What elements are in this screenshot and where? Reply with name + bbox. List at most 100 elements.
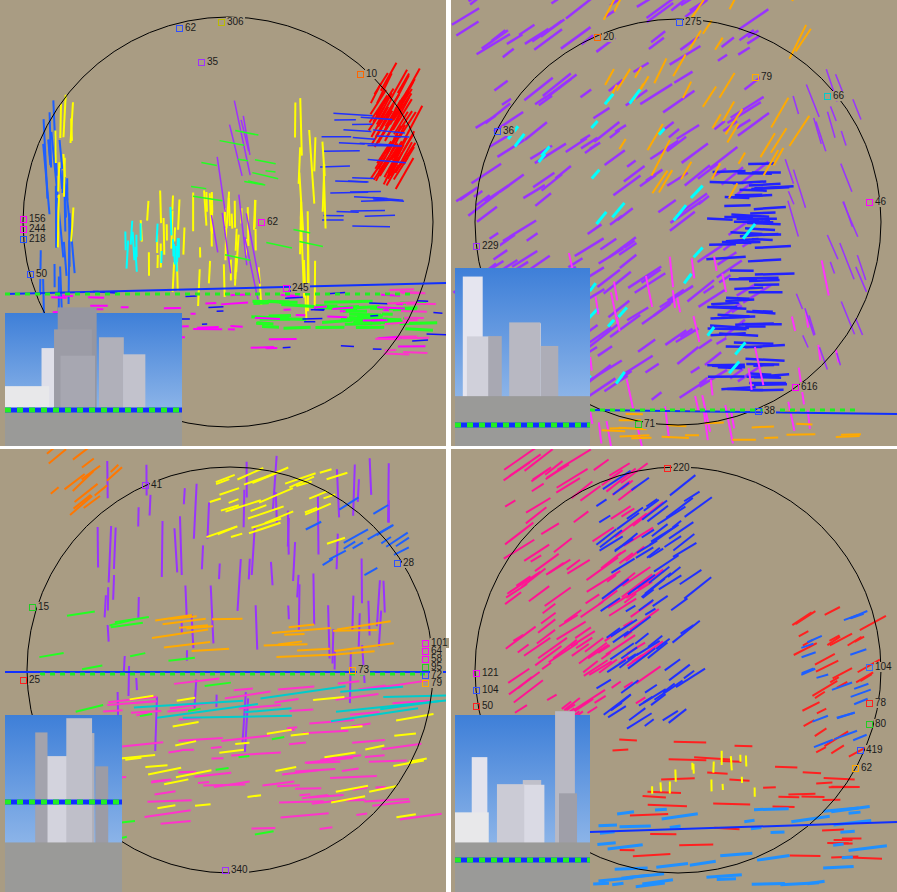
- line-segment: [312, 573, 315, 624]
- line-segment: [494, 250, 508, 259]
- line-segment: [155, 791, 176, 794]
- line-segment: [685, 434, 699, 436]
- line-segment: [613, 175, 640, 195]
- line-segment: [750, 374, 789, 377]
- line-segment: [663, 91, 694, 113]
- line-segment: [830, 262, 834, 274]
- line-segment: [547, 464, 569, 477]
- callout-number: 66: [832, 91, 845, 101]
- line-segment: [735, 323, 774, 324]
- line-segment: [602, 430, 625, 431]
- line-segment: [332, 308, 353, 309]
- vanishing-point-label: 15: [29, 602, 50, 612]
- line-segment: [689, 30, 701, 50]
- line-segment: [330, 776, 377, 778]
- line-segment: [515, 705, 527, 713]
- line-segment: [652, 171, 667, 194]
- line-segment: [523, 185, 545, 198]
- line-segment: [229, 499, 239, 503]
- callout-number: 46: [874, 197, 887, 207]
- line-segment: [314, 261, 316, 306]
- line-segment: [645, 719, 654, 726]
- line-segment: [262, 325, 279, 329]
- line-segment: [336, 786, 368, 792]
- line-segment: [712, 163, 720, 179]
- line-segment: [801, 669, 815, 675]
- marker-square: [422, 640, 429, 647]
- line-segment: [211, 746, 222, 749]
- callout-number: 306: [226, 17, 245, 27]
- line-segment: [504, 449, 536, 470]
- horizon-estimate: [590, 409, 860, 412]
- line-segment: [175, 246, 178, 272]
- marker-square: [866, 721, 873, 728]
- line-segment: [406, 303, 436, 305]
- line-segment: [588, 224, 602, 234]
- line-segment: [539, 154, 545, 162]
- line-segment: [663, 711, 678, 721]
- vanishing-point-label: 79: [422, 678, 443, 688]
- line-segment: [574, 511, 589, 522]
- line-segment: [300, 98, 302, 155]
- line-segment: [749, 280, 780, 281]
- marker-square: [824, 93, 831, 100]
- line-segment: [703, 20, 712, 33]
- line-segment: [208, 306, 223, 308]
- vanishing-point-label: 80: [866, 719, 887, 729]
- line-segment: [620, 824, 651, 828]
- line-segment: [635, 273, 666, 293]
- line-segment: [490, 233, 499, 239]
- line-segment: [130, 696, 154, 700]
- line-segment: [195, 804, 211, 805]
- line-segment: [383, 581, 384, 613]
- line-segment: [209, 261, 210, 284]
- line-segment: [338, 681, 359, 683]
- line-segment: [831, 806, 870, 811]
- vanishing-point-label: 245: [283, 283, 310, 293]
- line-segment: [95, 485, 107, 495]
- line-segment: [673, 290, 675, 308]
- line-segment: [671, 0, 687, 11]
- line-segment: [147, 800, 191, 801]
- line-segment: [365, 755, 385, 757]
- line-segment: [314, 137, 315, 171]
- line-segment: [231, 214, 234, 229]
- line-segment: [287, 605, 290, 619]
- line-segment: [684, 492, 699, 502]
- line-segment: [192, 193, 194, 232]
- line-segment: [227, 192, 230, 229]
- line-segment: [234, 201, 236, 228]
- line-segment: [598, 346, 612, 356]
- line-segment: [396, 814, 415, 817]
- callout-number: 71: [643, 419, 656, 429]
- line-segment: [246, 462, 248, 498]
- line-segment: [652, 140, 670, 176]
- line-segment: [599, 422, 602, 443]
- line-segment: [561, 27, 591, 48]
- line-segment: [775, 766, 797, 769]
- line-segment: [176, 770, 211, 777]
- line-segment: [739, 9, 769, 29]
- line-segment: [387, 463, 390, 522]
- line-segment: [314, 306, 327, 309]
- line-segment: [350, 210, 385, 212]
- line-segment: [854, 684, 868, 689]
- line-segment: [185, 585, 186, 615]
- line-segment: [265, 511, 293, 523]
- line-segment: [617, 812, 634, 814]
- line-segment: [214, 782, 250, 788]
- line-segment: [342, 769, 359, 771]
- line-segment: [245, 237, 258, 299]
- line-segment: [255, 831, 274, 834]
- line-segment: [788, 402, 794, 431]
- line-segment: [670, 257, 673, 288]
- line-segment: [640, 84, 672, 104]
- line-segment: [837, 353, 841, 365]
- line-segment: [482, 30, 508, 48]
- line-segment: [739, 755, 741, 762]
- line-segment: [755, 347, 763, 385]
- line-segment: [792, 0, 806, 1]
- line-segment: [193, 328, 222, 330]
- line-segment: [608, 320, 614, 327]
- line-segment: [666, 498, 693, 518]
